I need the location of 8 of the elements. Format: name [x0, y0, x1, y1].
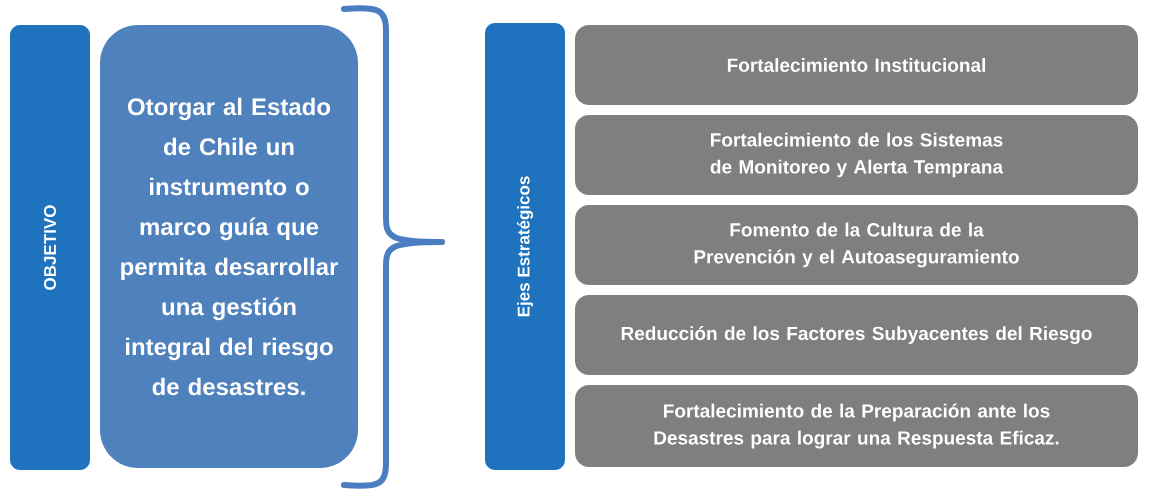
strategy-box: Fortalecimiento Institucional [575, 25, 1138, 105]
strategy-box: Fortalecimiento de la Preparación ante los Desastres para lograr una Respuesta Eficaz. [575, 385, 1138, 467]
objective-box: Otorgar al Estado de Chile un instrumento o marco guía que permita desarrollar una gestión integral del riesgo de desastres. [100, 25, 358, 468]
strategy-box: Fortalecimiento de los Sistemas de Monitoreo y Alerta Temprana [575, 115, 1138, 195]
heading-bar: Ejes Estratégicos [485, 23, 565, 470]
heading-bar: OBJETIVO [10, 25, 90, 470]
strategy-box: Reducción de los Factores Subyacentes del Riesgo [575, 295, 1138, 375]
strategy-box: Fomento de la Cultura de la Prevención y el Autoaseguramiento [575, 205, 1138, 285]
